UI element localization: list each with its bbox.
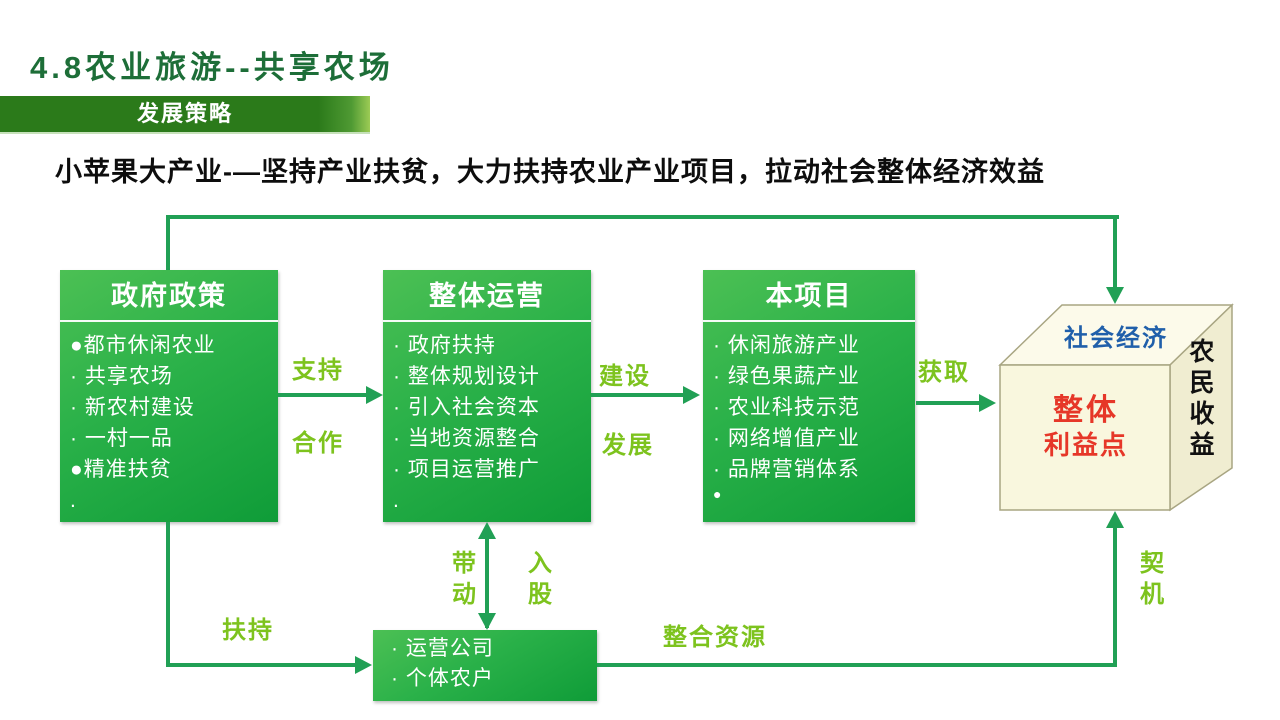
arrowhead-operation-project (683, 386, 700, 404)
arrowhead-project-cube (979, 394, 996, 412)
list-item: · 一村一品 (70, 427, 173, 450)
connector-policy-operation (278, 393, 370, 397)
section-bar: 发展策略 (0, 96, 370, 132)
benefit-cube (998, 303, 1234, 512)
list-item: · 政府扶持 (393, 334, 496, 357)
list-item: · 绿色果蔬产业 (713, 365, 860, 388)
list-item: · 新农村建设 (70, 396, 195, 419)
box-this-project: 本项目 · 休闲旅游产业 · 绿色果蔬产业 · 农业科技示范 · 网络增值产业 … (703, 270, 915, 522)
connector-up-into-cube (1113, 525, 1117, 667)
list-item: · 品牌营销体系 (713, 458, 860, 481)
list-item: ● (713, 486, 723, 502)
list-item: · 休闲旅游产业 (713, 334, 860, 357)
list-item: · 共享农场 (70, 365, 173, 388)
arrow-label-assist: 扶持 (222, 617, 274, 644)
list-item: . (393, 489, 400, 512)
cube-side-label: 农民收益 (1186, 338, 1214, 462)
connector-operation-project (591, 393, 686, 397)
connector-operation-bottom (485, 528, 489, 628)
cube-top-label: 社会经济 (1064, 325, 1168, 352)
list-item: ●都市休闲农业 (70, 334, 216, 357)
connector-top-down (1113, 215, 1117, 288)
arrowhead-into-bottom-box (355, 656, 372, 674)
arrowhead-into-cube-bottom (1106, 511, 1124, 528)
connector-bottom-box-right (597, 663, 1117, 667)
box-government-policy-title: 政府政策 (60, 270, 278, 322)
arrow-label-integrate: 整合资源 (663, 624, 767, 651)
arrowhead-policy-operation (366, 386, 383, 404)
subtitle: 小苹果大产业-—坚持产业扶贫，大力扶持农业产业项目，拉动社会整体经济效益 (55, 157, 1045, 187)
connector-policy-up (166, 215, 170, 272)
list-item: · 整体规划设计 (393, 365, 540, 388)
list-item: · 引入社会资本 (393, 396, 540, 419)
cube-front-label: 整体 利益点 (1000, 393, 1172, 461)
box-operating-entities: · 运营公司 · 个体农户 (373, 630, 597, 701)
list-item: ●精准扶贫 (70, 458, 172, 481)
page-title: 4.8农业旅游--共享农场 (30, 50, 394, 85)
list-item: · 运营公司 (391, 637, 494, 660)
box-overall-operation-title: 整体运营 (383, 270, 591, 322)
list-item: · 农业科技示范 (713, 396, 860, 419)
arrow-label-construct: 建设 (599, 363, 651, 390)
connector-project-cube (916, 401, 982, 405)
box-this-project-items: · 休闲旅游产业 · 绿色果蔬产业 · 农业科技示范 · 网络增值产业 · 品牌… (703, 322, 915, 503)
connector-top-horizontal (166, 215, 1119, 219)
arrow-label-support: 支持 (292, 357, 344, 384)
box-government-policy-items: ●都市休闲农业 · 共享农场 · 新农村建设 · 一村一品 ●精准扶贫 . (60, 322, 278, 516)
arrowhead-to-operation (478, 522, 496, 539)
arrow-label-drive: 带动 (452, 550, 476, 608)
arrow-label-cooperate: 合作 (292, 430, 344, 457)
arrowhead-to-bottom-box (478, 613, 496, 630)
list-item: · 当地资源整合 (393, 427, 540, 450)
box-overall-operation: 整体运营 · 政府扶持 · 整体规划设计 · 引入社会资本 · 当地资源整合 ·… (383, 270, 591, 522)
list-item: . (70, 489, 77, 512)
arrow-label-opportunity: 契机 (1140, 550, 1164, 608)
box-overall-operation-items: · 政府扶持 · 整体规划设计 · 引入社会资本 · 当地资源整合 · 项目运营… (383, 322, 591, 516)
arrowhead-into-cube-top (1106, 287, 1124, 304)
connector-policy-down (166, 522, 170, 667)
list-item: · 网络增值产业 (713, 427, 860, 450)
arrow-label-invest: 入股 (528, 550, 552, 608)
list-item: · 项目运营推广 (393, 458, 540, 481)
section-bar-label: 发展策略 (136, 101, 233, 126)
arrow-label-develop: 发展 (602, 432, 654, 459)
box-government-policy: 政府政策 ●都市休闲农业 · 共享农场 · 新农村建设 · 一村一品 ●精准扶贫… (60, 270, 278, 522)
connector-policy-bottom-box (166, 663, 358, 667)
cube-front-label-line1: 整体 (1053, 394, 1119, 427)
arrow-label-obtain: 获取 (918, 359, 970, 386)
cube-front-face (999, 364, 1171, 511)
list-item: · 个体农户 (391, 667, 494, 690)
cube-front-label-line2: 利益点 (1043, 430, 1128, 460)
box-operating-entities-items: · 运营公司 · 个体农户 (373, 630, 597, 694)
box-this-project-title: 本项目 (703, 270, 915, 322)
